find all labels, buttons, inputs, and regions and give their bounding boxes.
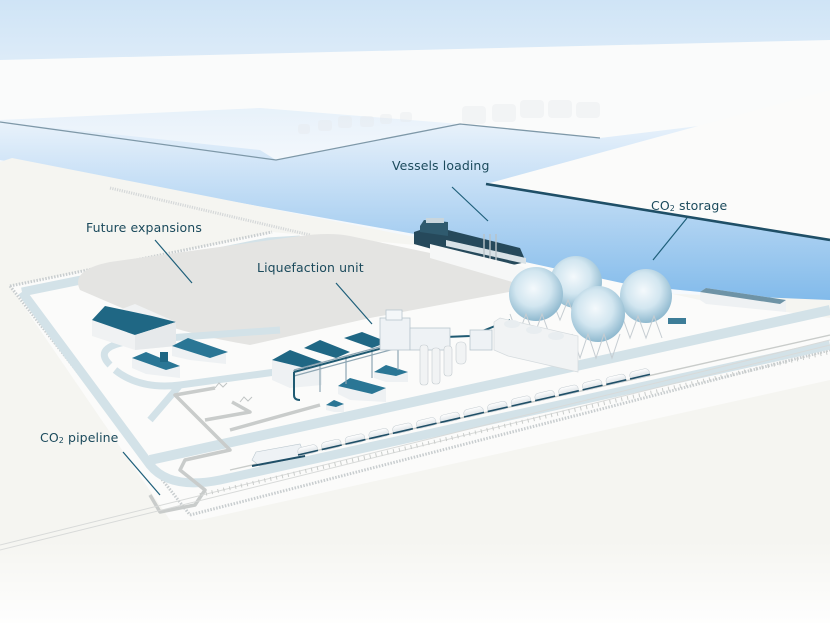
tank-car <box>321 439 342 451</box>
co2-pipeline <box>148 386 321 514</box>
storage-sphere <box>620 269 672 340</box>
leader-line-vessels-loading <box>451 186 489 222</box>
tank-car <box>487 401 508 413</box>
tank-car <box>344 433 366 445</box>
label-co2-storage-prefix: CO <box>651 198 670 213</box>
office-building-1 <box>172 338 228 364</box>
label-vessels-loading: Vessels loading <box>392 158 490 173</box>
tank-car <box>534 390 556 402</box>
quay-warehouse <box>668 288 786 324</box>
leader-line-co2-pipeline <box>122 451 161 496</box>
far-fence <box>109 186 311 237</box>
future-expansion-area <box>78 234 530 345</box>
loading-arms <box>483 234 497 264</box>
label-co2-storage-suffix: storage <box>674 198 728 213</box>
right-quay-edge <box>485 182 830 242</box>
label-future-expansions: Future expansions <box>86 220 202 235</box>
process-building-4 <box>338 378 386 402</box>
leader-line-liquefaction-unit <box>335 282 373 325</box>
train <box>251 368 651 467</box>
tank-car <box>439 411 461 424</box>
label-co2-storage: CO2 storage <box>651 198 728 213</box>
tank-cars <box>297 368 651 456</box>
storage-sphere <box>571 286 625 360</box>
tank-car <box>463 406 485 418</box>
perimeter-fence <box>9 230 273 288</box>
liquefaction-unit <box>379 309 493 386</box>
label-co2-storage-subscript: 2 <box>669 204 675 213</box>
tank-car <box>416 417 437 429</box>
far-shore <box>0 40 830 138</box>
tank-car <box>629 368 651 380</box>
far-tanks <box>298 100 600 134</box>
perimeter-fence-front <box>189 348 830 517</box>
perimeter-fence-left <box>8 285 192 516</box>
site-road-main <box>148 305 830 465</box>
process-building-2 <box>304 340 350 358</box>
foreground-fade <box>0 540 830 623</box>
label-co2-pipeline-prefix: CO <box>40 430 59 445</box>
label-co2-pipeline: CO2 pipeline <box>40 430 119 445</box>
tank-car <box>605 373 627 386</box>
tank-car <box>297 444 319 456</box>
right-quay <box>486 90 830 240</box>
label-co2-pipeline-subscript: 2 <box>58 436 64 445</box>
pipeline-valves <box>214 382 253 403</box>
label-liquefaction-unit: Liquefaction unit <box>257 260 364 275</box>
tank-car <box>558 384 580 397</box>
compressor-building <box>493 317 579 373</box>
leader-line-future-expansions <box>154 239 193 284</box>
tank-car <box>392 422 414 435</box>
far-quay-edge <box>0 121 601 161</box>
tank-car <box>368 428 390 440</box>
process-building-3 <box>344 332 388 348</box>
office-building-2 <box>132 352 180 378</box>
co2-storage-spheres <box>509 256 672 360</box>
tank-car <box>510 395 532 407</box>
warehouse-left <box>92 304 176 350</box>
leader-line-co2-storage <box>652 217 688 261</box>
process-building-5 <box>374 365 408 382</box>
tank-car <box>582 379 603 391</box>
vessel <box>414 218 526 268</box>
label-co2-pipeline-suffix: pipeline <box>63 430 119 445</box>
small-hut <box>326 400 344 412</box>
